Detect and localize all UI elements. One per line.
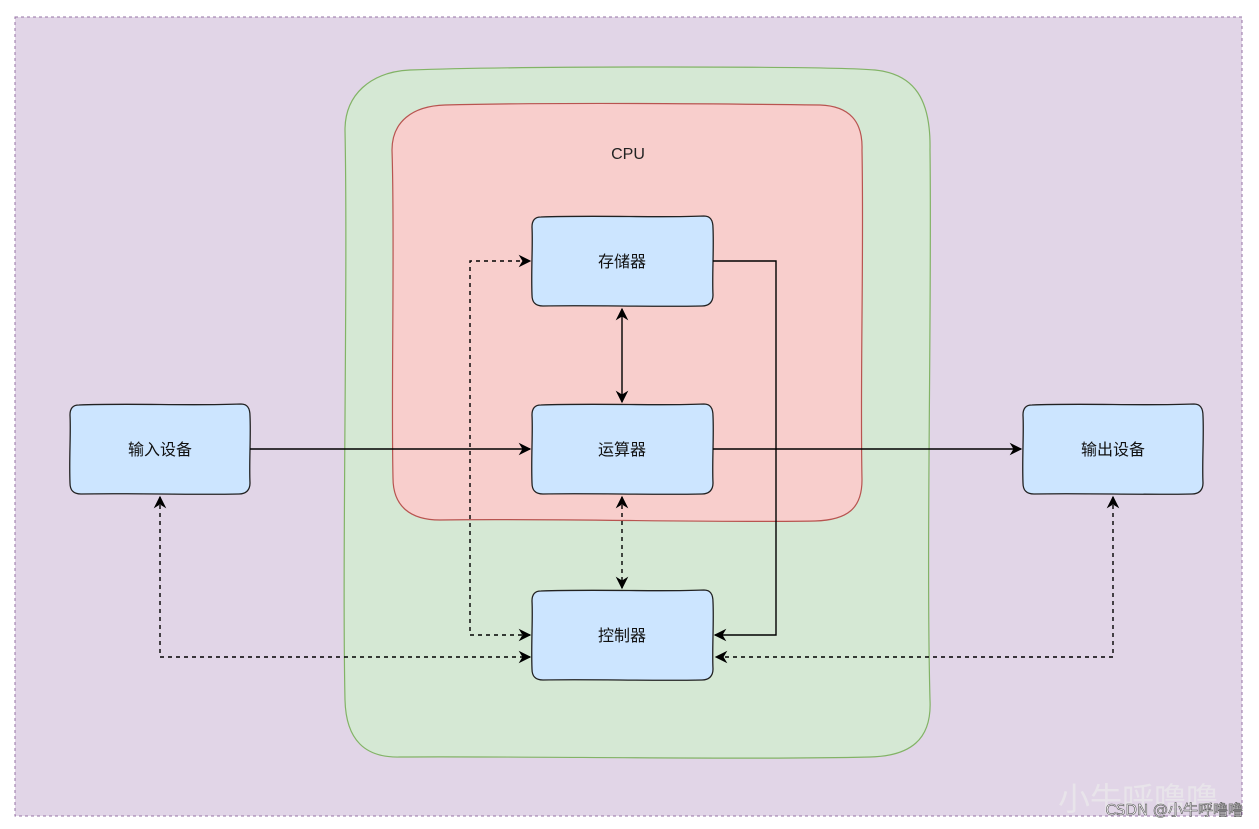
- edge-output-control-dashed: [714, 495, 1120, 664]
- node-output: 输出设备: [1022, 403, 1204, 495]
- edge-input-control-dashed: [153, 495, 532, 664]
- cpu-label: CPU: [611, 146, 645, 163]
- node-alu-label: 运算器: [598, 440, 646, 459]
- watermark-text: CSDN @小牛呼噜噜: [1105, 801, 1243, 819]
- node-memory: 存储器: [531, 215, 714, 307]
- node-memory-label: 存储器: [598, 252, 646, 271]
- watermark-faint: 小牛呼噜噜: [1058, 780, 1218, 818]
- node-input-label: 输入设备: [128, 440, 192, 459]
- node-control-label: 控制器: [598, 626, 646, 645]
- node-output-label: 输出设备: [1081, 440, 1145, 459]
- node-alu: 运算器: [531, 403, 714, 495]
- node-control: 控制器: [531, 589, 714, 681]
- edge-control-memory-dashed: [469, 254, 532, 642]
- node-input: 输入设备: [69, 403, 251, 495]
